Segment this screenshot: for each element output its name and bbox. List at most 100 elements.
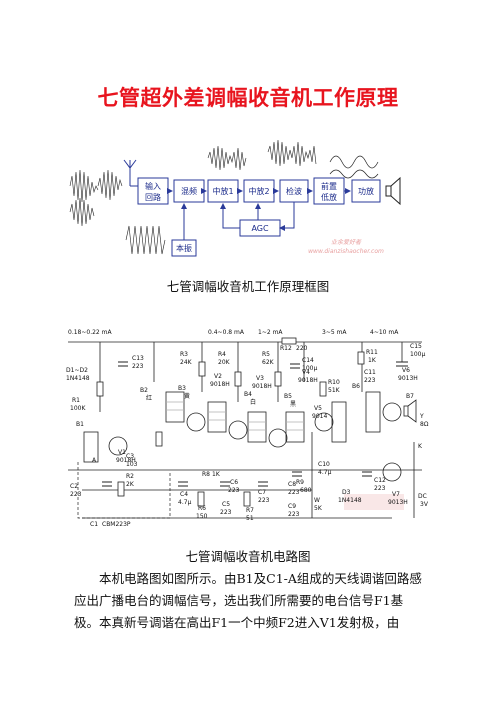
label-c14-val: 100μ (302, 365, 317, 372)
label-c14: C14 (302, 357, 314, 364)
antenna-icon (123, 159, 138, 187)
label-c1-part: CBM223P (102, 521, 131, 528)
label-r10-val: 51K (328, 387, 341, 394)
am-waveform-top-center (207, 145, 247, 171)
label-r7: R7 (246, 507, 254, 514)
label-spk: Y (419, 413, 424, 420)
audio-waveform-right (329, 155, 379, 179)
block-diagram: 输入 回路 混频 中放1 中放2 检波 前置 低放 功放 AGC 本振 业余爱好… (69, 140, 401, 257)
label-c12: C12 (374, 477, 386, 484)
label-c15-val: 100μ (410, 351, 425, 358)
label-v6-part: 9013H (398, 375, 418, 382)
label-r10: R10 (328, 379, 340, 386)
label-b5: B5 (284, 393, 292, 400)
label-b7: B7 (406, 393, 414, 400)
label-supply-val: 3V (420, 501, 429, 508)
label-c7: C7 (258, 489, 266, 496)
am-waveform-top-left (69, 169, 123, 203)
label-v6: V6 (402, 367, 410, 374)
label-c10-val: 4.7μ (318, 469, 332, 476)
label-c9-val: 223 (288, 511, 300, 518)
label-v2: V2 (214, 373, 222, 380)
label-b3-color: 黄 (184, 392, 190, 400)
waveform-bottom-left (69, 197, 95, 227)
label-d3: D3 (342, 489, 351, 496)
current-1: 0.18~0.22 mA (68, 329, 112, 336)
am-waveform-top-right (267, 140, 317, 167)
block-preamp-line2: 低放 (321, 192, 337, 202)
current-3: 1~2 mA (258, 329, 283, 336)
label-r4-val: 20K (218, 359, 231, 366)
label-d3-part: 1N4148 (338, 497, 362, 504)
block-if1: 中放1 (212, 186, 233, 196)
label-c11: C11 (364, 369, 376, 376)
label-b6: B6 (352, 383, 360, 390)
label-v3-part: 9018H (252, 383, 272, 390)
label-b2-color: 红 (146, 394, 152, 402)
label-r12-val: 220 (296, 345, 308, 352)
label-c7-val: 223 (258, 497, 270, 504)
watermark-line1: 业余爱好者 (331, 238, 362, 246)
label-b1: B1 (76, 421, 84, 428)
block-agc: AGC (251, 224, 269, 233)
label-r9: R9 (296, 479, 304, 486)
label-v5: V5 (314, 405, 322, 412)
label-r6-val: 150 (196, 513, 208, 520)
block-if2: 中放2 (248, 186, 269, 196)
label-c1: C1 (90, 521, 98, 528)
label-c6-val: 223 (228, 487, 240, 494)
label-r3: R3 (180, 351, 188, 358)
label-c4: C4 (180, 491, 188, 498)
label-v1-part: 9018H (116, 457, 136, 464)
block-input-line2: 回路 (145, 192, 161, 202)
label-c2: C2 (70, 483, 78, 490)
page-title: 七管超外差调幅收音机工作原理 (97, 86, 399, 110)
body-paragraph: 本机电路图如图所示。由B1及C1-A组成的天线调谐回路感应出广播电台的调幅信号，… (74, 571, 422, 630)
label-c13-val: 223 (132, 363, 144, 370)
label-w: W (314, 497, 320, 504)
label-r6: R6 (198, 505, 206, 512)
label-r5-val: 62K (262, 359, 275, 366)
label-c4-val: 4.7μ (178, 499, 192, 506)
block-power-amp: 功放 (358, 186, 374, 196)
speaker-icon (403, 399, 417, 423)
block-preamp-line1: 前置 (321, 181, 337, 191)
block-detector: 检波 (286, 186, 302, 196)
current-4: 3~5 mA (322, 329, 347, 336)
label-b4-color: 白 (250, 398, 256, 406)
label-c2-val: 223 (70, 491, 82, 498)
label-c5: C5 (222, 501, 230, 508)
watermark-line2: www.dianzishaocher.com (308, 248, 384, 255)
label-supply: DC (418, 493, 427, 500)
block-mixer: 混频 (181, 186, 197, 196)
circuit-diagram: 0.18~0.22 mA 0.4~0.8 mA 1~2 mA 3~5 mA 4~… (66, 329, 429, 528)
label-v7: V7 (392, 491, 400, 498)
label-c5-val: 223 (220, 509, 232, 516)
label-r11: R11 (366, 349, 378, 356)
label-r8-val: 1K (212, 471, 221, 478)
label-r1-val: 100K (70, 405, 86, 412)
label-c9: C9 (288, 503, 296, 510)
label-r9-val: 680 (300, 487, 312, 494)
label-c6: C6 (230, 479, 238, 486)
label-r5: R5 (262, 351, 270, 358)
label-b5-color: 黑 (290, 401, 296, 408)
current-2: 0.4~0.8 mA (208, 329, 245, 336)
label-v3: V3 (256, 375, 264, 382)
circuit-caption: 七管调幅收音机电路图 (185, 549, 311, 564)
label-spk-val: 8Ω (420, 421, 429, 428)
label-r12: R12 (280, 345, 292, 352)
label-v7-part: 9013H (388, 499, 408, 506)
speaker-icon (385, 176, 401, 206)
block-input-line1: 输入 (145, 181, 161, 191)
block-local-osc: 本振 (176, 243, 192, 253)
label-r2-val: 2K (126, 481, 135, 488)
label-c12-val: 223 (374, 485, 386, 492)
label-d1d2-part: 1N4148 (66, 375, 90, 382)
label-c10: C10 (318, 461, 330, 468)
label-c13: C13 (132, 355, 144, 362)
label-r11-val: 1K (368, 357, 377, 364)
label-w-val: 5K (314, 505, 323, 512)
label-r1: R1 (72, 397, 80, 404)
current-5: 4~10 mA (370, 329, 399, 336)
